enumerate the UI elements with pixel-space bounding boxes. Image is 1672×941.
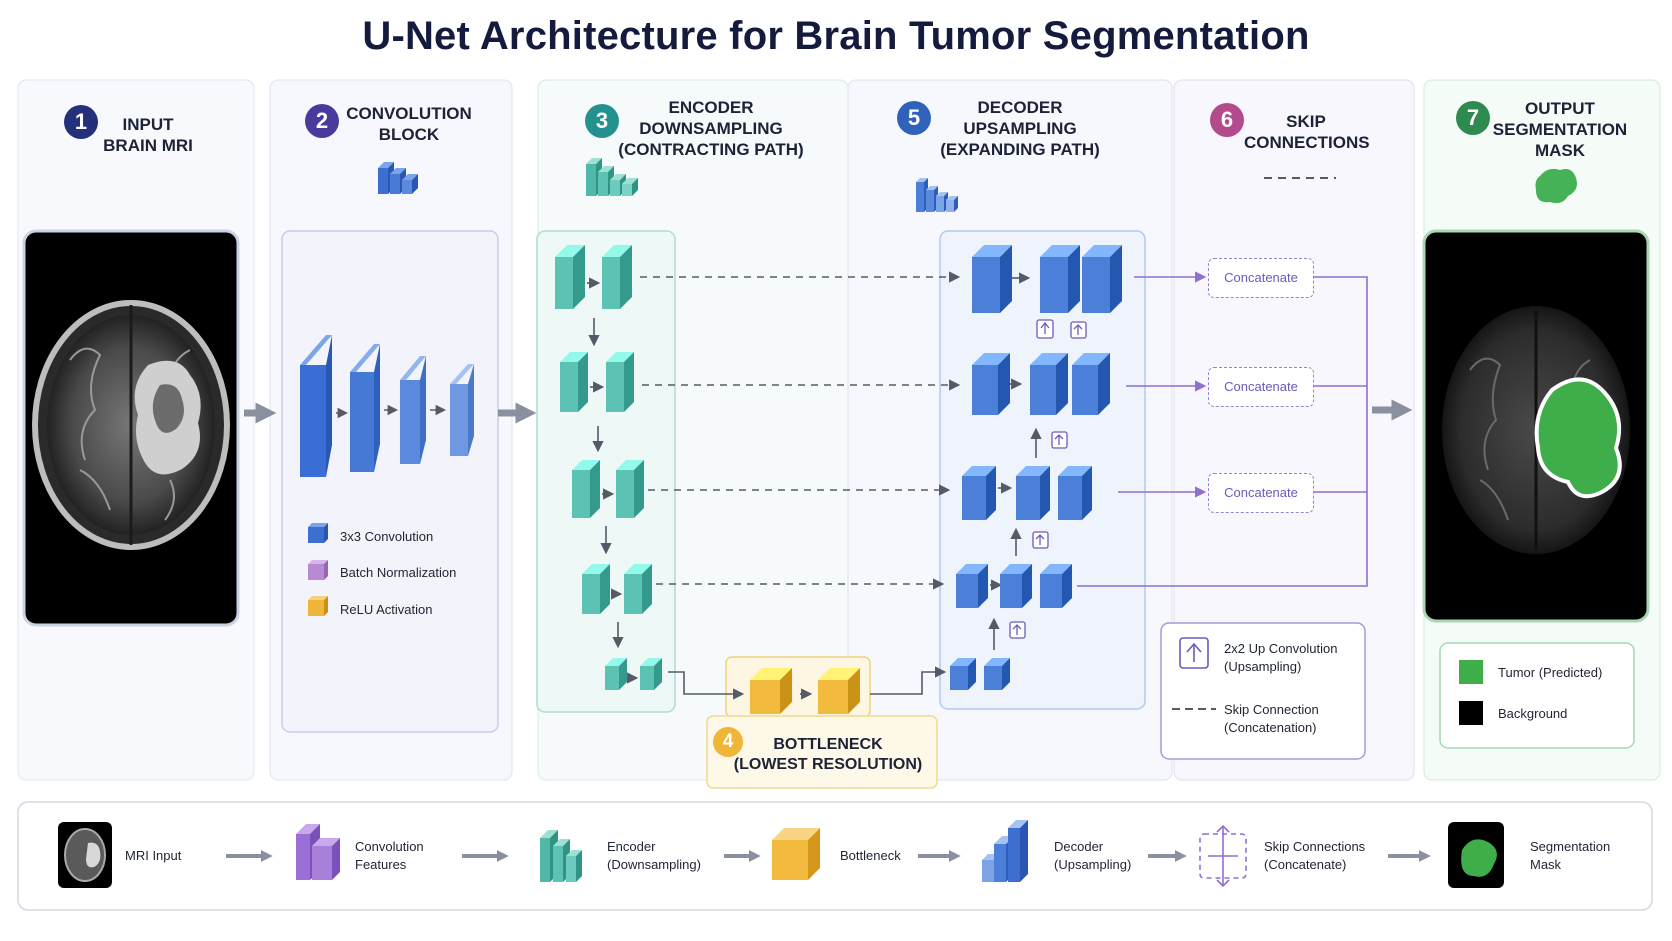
legend-batch-norm: Batch Normalization — [340, 565, 457, 580]
skip-purple-arrows — [1077, 271, 1368, 587]
column-title-input: INPUT BRAIN MRI — [103, 115, 193, 155]
column-title-output: OUTPUT SEGMENTATION MASK — [1492, 99, 1628, 160]
bottleneck-label: BOTTLENECK (LOWEST RESOLUTION) — [733, 736, 923, 773]
step-badge-output: 7 — [1456, 101, 1490, 135]
legend-up-convolution: 2x2 Up Convolution (Upsampling) — [1224, 641, 1338, 674]
legend-tumor-swatch — [1459, 660, 1483, 684]
concatenate-box-1: Concatenate — [1208, 258, 1314, 298]
mri-input-image — [22, 229, 240, 627]
upconv-legend-icon — [1179, 637, 1209, 669]
bottleneck-cube-icon — [772, 828, 820, 880]
encoder-block — [602, 245, 632, 309]
decoder-block — [1016, 466, 1050, 520]
encoder-header-icon — [586, 158, 638, 196]
decoder-feature-blocks — [950, 245, 1122, 690]
decoder-block — [1040, 245, 1080, 313]
decoder-block — [950, 658, 976, 690]
conv-legend-swatches — [308, 523, 328, 616]
decoder-block — [1058, 466, 1092, 520]
flow-label-decoder: Decoder (Upsampling) — [1054, 839, 1132, 872]
decoder-block — [1030, 353, 1068, 415]
step-badge-decoder: 5 — [897, 101, 931, 135]
decoder-blocks-icon — [982, 820, 1028, 882]
bottom-flow-panel — [17, 801, 1653, 911]
decoder-block — [972, 245, 1012, 313]
column-title-conv: CONVOLUTION BLOCK — [346, 104, 472, 144]
bottleneck-block — [818, 668, 860, 714]
skip-connection-icon — [1199, 824, 1247, 888]
encoder-block — [555, 245, 585, 309]
flow-label-bottleneck: Bottleneck — [840, 848, 901, 863]
decoder-block — [956, 564, 988, 608]
concatenate-box-2: Concatenate — [1208, 367, 1314, 407]
segmentation-mask-icon — [1448, 822, 1504, 888]
decoder-arrows — [988, 272, 1042, 650]
legend-skip-connection: Skip Connection (Concatenation) — [1224, 702, 1319, 735]
skip-connection-lines — [640, 271, 961, 590]
decoder-legend-box — [1160, 622, 1366, 760]
encoder-block — [606, 352, 634, 412]
encoder-block — [624, 564, 652, 614]
step-badge-conv: 2 — [305, 104, 339, 138]
bottleneck-feature-blocks — [750, 668, 860, 714]
encoder-blocks-icon — [540, 830, 582, 882]
decoder-block — [1000, 564, 1032, 608]
column-title-decoder: DECODER UPSAMPLING (EXPANDING PATH) — [940, 98, 1100, 159]
flow-label-mri-input: MRI Input — [125, 848, 182, 863]
step-badge-input: 1 — [64, 105, 98, 139]
encoder-block — [582, 564, 610, 614]
page-title: U-Net Architecture for Brain Tumor Segme… — [362, 14, 1310, 58]
encoder-block — [560, 352, 588, 412]
legend-relu: ReLU Activation — [340, 602, 433, 617]
encoder-block — [640, 658, 662, 690]
segmentation-output-image — [1422, 229, 1650, 623]
conv-inner-panel — [281, 230, 499, 733]
legend-conv-3x3: 3x3 Convolution — [340, 529, 434, 544]
flow-label-conv-features: Convolution Features — [355, 839, 424, 872]
output-header-icon — [1535, 168, 1577, 204]
encoder-down-arrows — [588, 318, 624, 649]
upconv-icons — [1009, 319, 1087, 639]
legend-background-label: Background — [1498, 706, 1568, 721]
bottleneck-links — [668, 666, 947, 700]
encoder-block — [605, 658, 627, 690]
legend-background-swatch — [1459, 701, 1483, 725]
step-badge-encoder: 3 — [585, 104, 619, 138]
encoder-block — [572, 460, 600, 518]
decoder-block — [972, 353, 1010, 415]
flow-label-encoder: Encoder (Downsampling) — [607, 839, 701, 872]
bottleneck-block — [750, 668, 792, 714]
decoder-block — [984, 658, 1010, 690]
concatenate-box-3: Concatenate — [1208, 473, 1314, 513]
flow-label-skip: Skip Connections (Concatenate) — [1264, 839, 1366, 872]
flow-label-segmentation: Segmentation Mask — [1530, 839, 1611, 872]
panel-skip — [1173, 79, 1415, 781]
tumor-mask — [1534, 377, 1622, 499]
decoder-header-icon — [916, 178, 958, 212]
decoder-block — [962, 466, 996, 520]
conv-header-icon — [378, 162, 418, 194]
output-legend-box — [1439, 642, 1635, 749]
column-title-skip: SKIP CONNECTIONS — [1244, 112, 1370, 152]
decoder-block — [1082, 245, 1122, 313]
decoder-block — [1072, 353, 1110, 415]
step-badge-bottleneck: 4 — [713, 727, 743, 757]
conv-features-icon — [296, 824, 340, 880]
column-title-encoder: ENCODER DOWNSAMPLING (CONTRACTING PATH) — [618, 98, 804, 159]
decoder-block — [1040, 564, 1072, 608]
conv-feature-maps — [300, 335, 474, 477]
step-badge-skip: 6 — [1210, 103, 1244, 137]
encoder-block — [616, 460, 644, 518]
encoder-feature-blocks — [555, 245, 662, 690]
mri-thumbnail-icon — [58, 822, 112, 888]
legend-tumor-label: Tumor (Predicted) — [1498, 665, 1603, 680]
bottleneck-label-panel — [706, 715, 938, 789]
